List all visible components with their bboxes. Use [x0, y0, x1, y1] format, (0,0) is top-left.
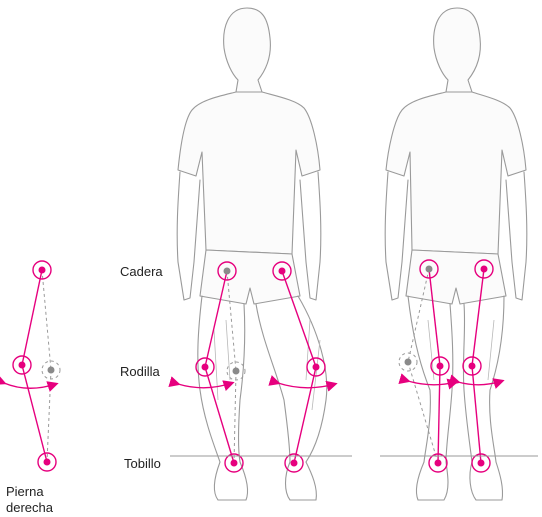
hip-joint-marker: [419, 259, 439, 279]
ankle-joint-marker: [471, 453, 491, 473]
neutral-knee-reference: [226, 361, 246, 381]
rotation-arrow: [398, 373, 459, 390]
ankle-label: Tobillo: [124, 456, 161, 471]
figure-knockkneed: [380, 7, 538, 501]
ankle-joint-marker: [224, 453, 244, 473]
rotation-arrow: [0, 374, 59, 392]
ankle-joint-marker: [284, 453, 304, 473]
right-leg-label-line1: Pierna: [6, 484, 44, 499]
hip-joint-marker: [217, 261, 237, 281]
right-leg-label-line2: derecha: [6, 500, 53, 515]
knee-label: Rodilla: [120, 364, 160, 379]
rotation-arrow: [168, 376, 235, 391]
ankle-joint-marker: [37, 452, 57, 472]
hip-joint-marker: [474, 259, 494, 279]
hip-joint-marker: [32, 260, 52, 280]
right-leg-schematic: [0, 260, 61, 472]
knee-joint-marker: [12, 355, 32, 375]
neutral-knee-reference: [398, 352, 418, 372]
rotation-arrow: [448, 374, 505, 389]
ankle-joint-marker: [428, 453, 448, 473]
rotation-arrow: [268, 375, 338, 392]
hip-label: Cadera: [120, 264, 163, 279]
knee-joint-marker: [195, 357, 215, 377]
hip-joint-marker: [272, 261, 292, 281]
figure-bowlegged: [168, 7, 352, 501]
